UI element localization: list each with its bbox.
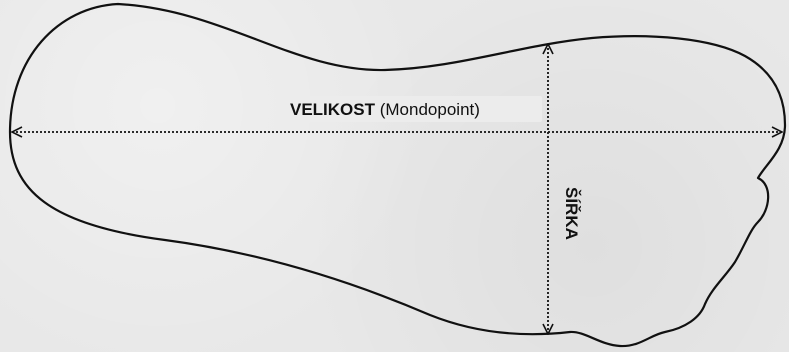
length-label: VELIKOST (Mondopoint)	[290, 100, 480, 119]
length-label-rest: (Mondopoint)	[375, 100, 480, 119]
width-label: ŠÍŘKA	[562, 187, 581, 240]
foot-outline	[8, 2, 787, 348]
length-label-strong: VELIKOST	[290, 100, 376, 119]
length-label-background	[286, 96, 542, 122]
